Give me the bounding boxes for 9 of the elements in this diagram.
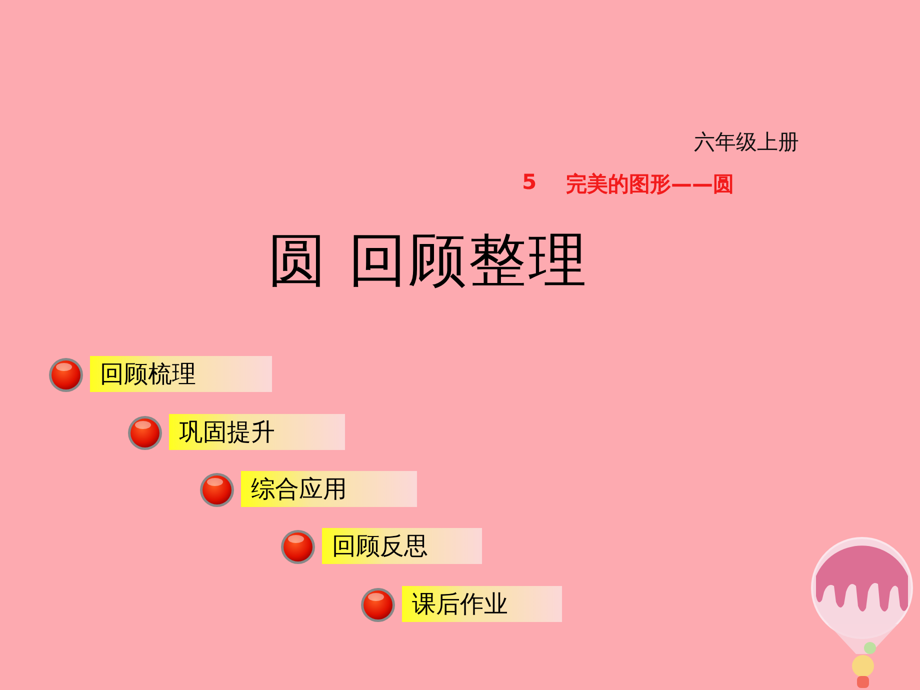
slide-title: 圆 回顾整理	[268, 225, 588, 296]
menu-item: 综合应用	[241, 471, 417, 507]
unit-title: 完美的图形——圆	[566, 171, 734, 198]
grade-text: 六年级上册	[694, 129, 799, 156]
unit-number: 5	[522, 170, 537, 194]
menu-item: 课后作业	[402, 586, 562, 622]
menu-item: 回顾梳理	[90, 356, 272, 392]
menu-item: 回顾反思	[322, 528, 482, 564]
menu-item: 巩固提升	[169, 414, 345, 450]
